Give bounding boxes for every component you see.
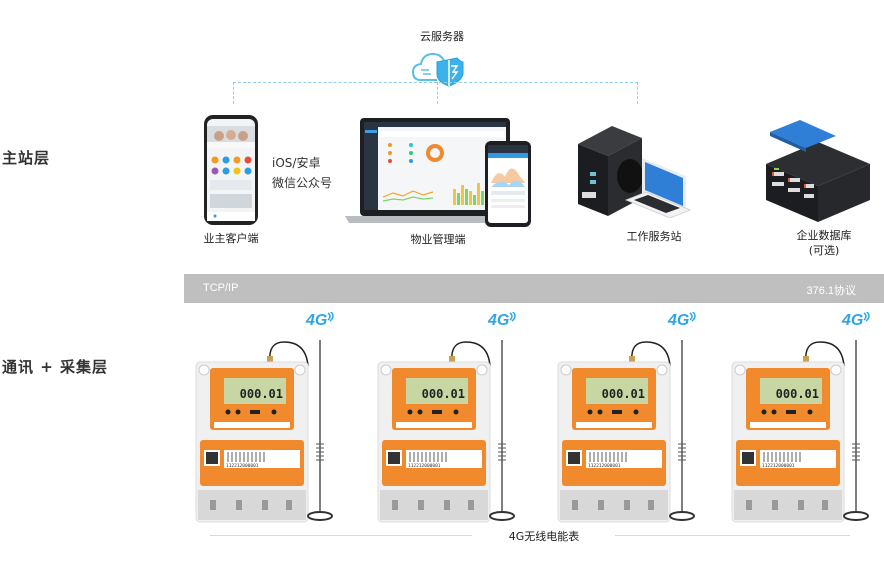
laptop-phone-icon [345,118,531,227]
4g-badge-text: 4G [668,312,690,329]
node-sublabel-database-optional: (可选) [808,244,840,257]
meter-serial: 112212000001 [588,463,621,469]
meter-serial: 112212000001 [762,463,795,469]
connector-horizontal [233,82,638,83]
signal-icon [689,310,697,322]
protocol-tcpip: TCP/IP [203,282,239,294]
4g-badge-text: 4G [488,312,510,329]
meter-reading: 000.01 [240,387,283,401]
node-label-database: 企业数据库 [796,229,852,242]
meter-serial: 112212000001 [226,463,259,469]
4g-badge: 4G [842,310,873,330]
protocol-bar: TCP/IP 376.1协议 [184,274,884,303]
meter-reading: 000.01 [422,387,465,401]
client-platforms: iOS/安卓 微信公众号 [272,153,332,193]
signal-icon [509,310,517,322]
meter-caption: 4G无线电能表 [508,530,580,543]
4g-badge: 4G [668,310,699,330]
node-label-workstation: 工作服务站 [626,230,682,243]
connector-right [637,82,638,104]
4g-badge-text: 4G [306,312,328,329]
electric-meter-icon: 000.01 112212000001 [557,340,695,523]
divider-right [615,535,850,536]
node-label-owner-client: 业主客户端 [203,232,259,245]
smartphone-icon [204,115,258,225]
cloud-shield-icon [411,52,464,87]
connector-left [233,82,234,104]
platform-wechat: 微信公众号 [272,176,333,190]
meter-serial: 112212000001 [408,463,441,469]
layer-label-comm: 通讯 + 采集层 [2,358,109,376]
layer-label-master: 主站层 [2,149,51,167]
electric-meter-icon: 000.01 112212000001 [731,340,869,523]
database-server-icon [766,120,870,222]
4g-badge: 4G [306,310,337,330]
meter-reading: 000.01 [602,387,645,401]
signal-icon [327,310,335,322]
electric-meter-icon: 000.01 112212000001 [195,340,333,523]
meter-unit-2: 4G 000.01 112212000001 [370,306,530,526]
divider-left [210,535,472,536]
meter-unit-3: 4G 000.01 112212000001 [550,306,710,526]
meter-reading: 000.01 [776,387,819,401]
cloud-server-label: 云服务器 [420,30,464,43]
signal-icon [863,310,871,322]
4g-badge-text: 4G [842,312,864,329]
protocol-3761: 376.1协议 [806,285,856,297]
meter-unit-1: 4G 000.01 112212000001 [188,306,348,526]
electric-meter-icon: 000.01 112212000001 [377,340,515,523]
connector-center [437,82,438,104]
meter-unit-4: 4G 000.01 112212000001 [724,306,884,526]
platform-ios-android: iOS/安卓 [272,156,321,170]
node-label-property-mgmt: 物业管理端 [410,233,466,246]
4g-badge: 4G [488,310,519,330]
workstation-icon [578,126,692,218]
